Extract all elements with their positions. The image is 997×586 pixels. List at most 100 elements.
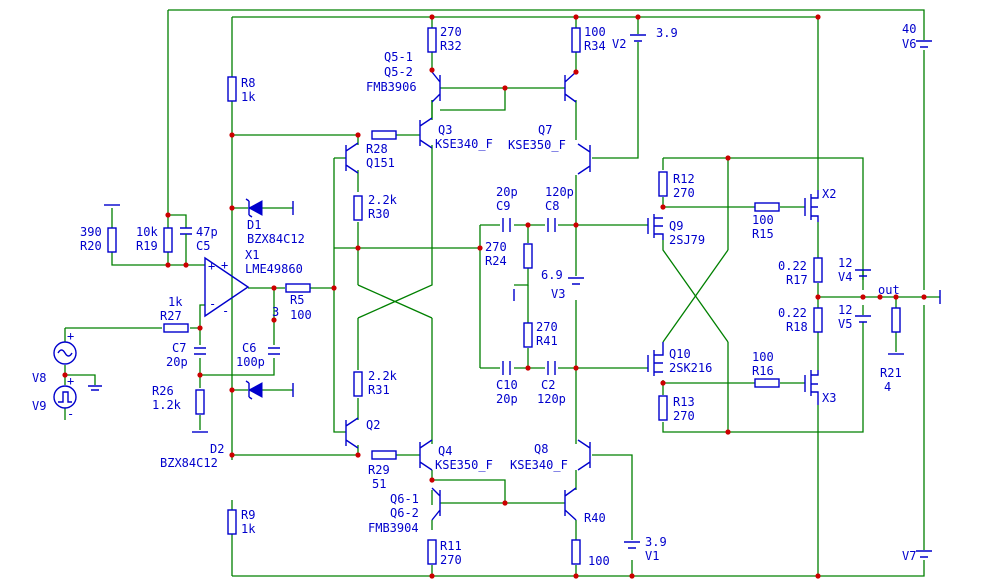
resistor-r40 [571,539,581,565]
capacitor-c10 [502,361,511,375]
resistor-r41 [523,322,533,348]
wires [64,9,940,577]
label-q3-type: KSE340_F [435,137,493,151]
label-r13: R13 [673,395,695,409]
label-r26-value: 1.2k [152,398,182,412]
label-r28: R28 [366,142,388,156]
label-c6: C6 [242,341,256,355]
junction-5 [429,67,435,73]
junction-17 [573,222,579,228]
label-r29-value: 51 [372,477,386,491]
junction-34 [815,573,821,579]
junction-42 [893,294,899,300]
svg-text:-: - [222,304,229,318]
junction-16 [525,222,531,228]
label-r18-value: 0.22 [778,306,807,320]
transistor-q151 [345,142,359,174]
svg-text:+: + [221,258,228,272]
label-r31: R31 [368,383,390,397]
capacitor-c8 [547,218,556,232]
label-v9: V9 [32,399,46,413]
junction-22 [271,317,277,323]
resistor-r19 [163,227,173,253]
junction-41 [877,294,883,300]
label-r11-value: 270 [440,553,462,567]
mosfet-q10 [647,342,664,376]
resistor-r11 [427,539,437,565]
label-c10-value: 20p [496,392,518,406]
label-r29: R29 [368,463,390,477]
resistor-r20 [107,227,117,253]
label-v1: V1 [645,549,659,563]
resistor-r28 [371,130,397,140]
junction-39 [815,294,821,300]
label-c7: C7 [172,341,186,355]
opamp-x1: + - + - [204,256,250,318]
svg-text:+: + [67,374,74,388]
resistor-r31 [353,371,363,397]
label-c7-value: 20p [166,355,188,369]
label-x1: X1 [245,248,259,262]
label-r40: R40 [584,511,606,525]
battery-v4 [855,269,871,277]
resistor-r16 [754,378,780,388]
resistor-r13 [658,395,668,421]
junction-13 [183,262,189,268]
junction-21 [271,285,277,291]
label-q8: Q8 [534,442,548,456]
transistor-q6-1 [431,487,441,521]
label-v6: V6 [902,37,916,51]
junction-4 [815,14,821,20]
label-r32: R32 [440,39,462,53]
label-v1-value: 3.9 [645,535,667,549]
junction-6 [502,85,508,91]
transistor-q3 [419,100,433,149]
label-q7: Q7 [538,123,552,137]
label-c2-value: 120p [537,392,566,406]
junction-31 [429,573,435,579]
junction-43 [921,294,927,300]
label-r15-value: 100 [752,213,774,227]
battery-v1 [624,541,640,549]
label-r34: R34 [584,39,606,53]
resistor-r21 [891,307,901,333]
label-r9-value: 1k [241,522,256,536]
label-v3-value: 6.9 [541,268,563,282]
label-r32-value: 270 [440,25,462,39]
label-c2: C2 [541,378,555,392]
junction-24 [197,372,203,378]
resistor-r5 [285,283,311,293]
label-r30-value: 2.2k [368,193,398,207]
label-c10: C10 [496,378,518,392]
transistor-q8 [577,439,591,471]
label-r19: R19 [136,239,158,253]
label-c9-value: 20p [496,185,518,199]
label-r30: R30 [368,207,390,221]
junction-36 [725,429,731,435]
junction-35 [725,155,731,161]
labels: 270 R32 Q5-1 Q5-2 FMB3906 100 R34 V2 3.9… [32,22,916,568]
label-c6-value: 100p [236,355,265,369]
capacitor-c5 [180,227,192,250]
resistor-r24 [523,243,533,269]
label-x2: X2 [822,187,836,201]
junctions [62,14,927,579]
battery-v7 [916,550,932,558]
mosfet-x2 [804,190,819,222]
label-v3: V3 [551,287,565,301]
label-q4: Q4 [438,444,452,458]
resistor-r18 [813,307,823,333]
label-r24: R24 [485,254,507,268]
transistor-q6-2 [564,487,577,521]
label-d1: D1 [247,218,261,232]
label-q6-type: FMB3904 [368,521,419,535]
resistor-r26 [195,389,205,415]
label-v4-value: 12 [838,256,852,270]
label-q9-type: 2SJ79 [669,233,705,247]
label-r31-value: 2.2k [368,369,398,383]
resistor-r15 [754,202,780,212]
label-r8-value: 1k [241,90,256,104]
label-r13-value: 270 [673,409,695,423]
label-r17: R17 [786,273,808,287]
label-r5: R5 [290,293,304,307]
